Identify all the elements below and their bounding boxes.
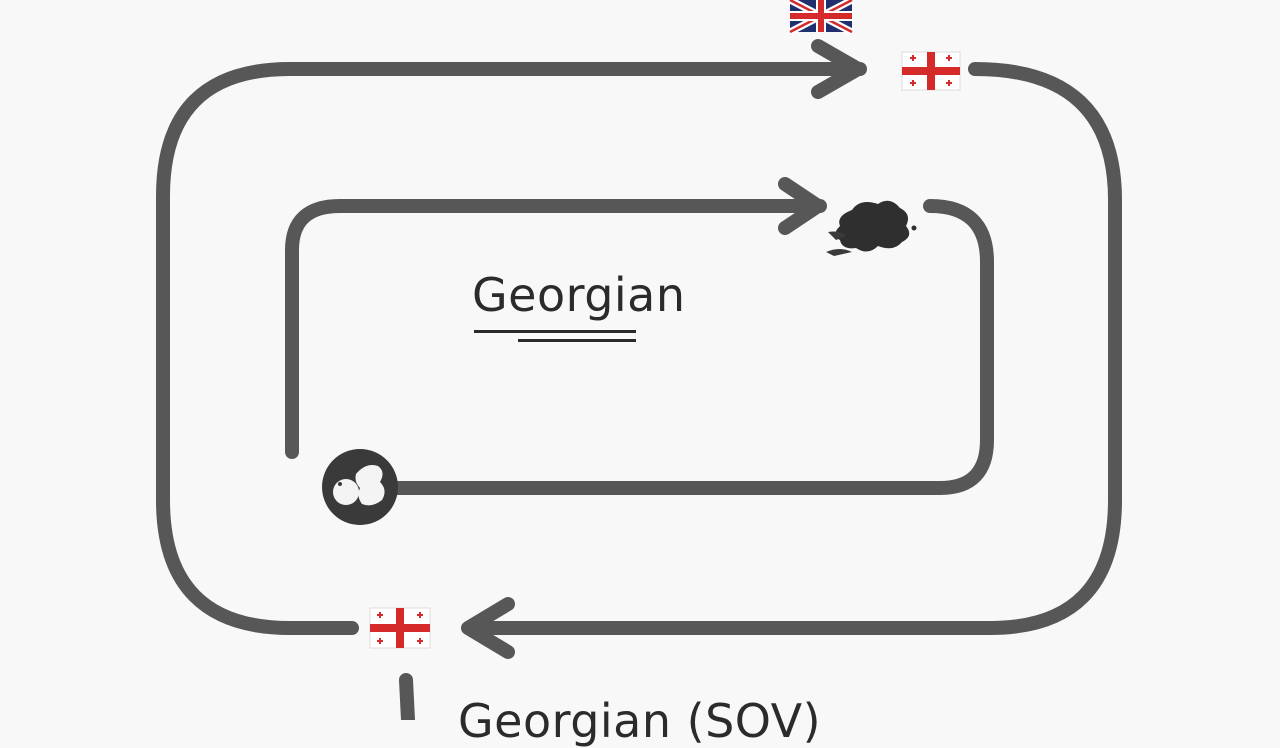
people-circle-icon — [322, 449, 398, 525]
bottom-stem — [399, 673, 415, 720]
inner-loop-path-right — [391, 199, 994, 495]
georgia-flag-icon — [369, 607, 431, 649]
outer-top-arrowhead — [811, 39, 865, 99]
bottom-title-label: Georgian (SOV) — [458, 694, 822, 748]
georgia-flag-icon — [901, 51, 961, 91]
outer-bottom-arrowhead — [461, 597, 515, 659]
inner-loop-path — [285, 199, 827, 459]
outer-loop-path — [156, 62, 867, 635]
outer-loop-path-right — [463, 62, 1122, 635]
center-title-label: Georgian — [472, 268, 686, 322]
inner-top-arrowhead — [778, 177, 825, 235]
center-title-underline — [474, 330, 636, 333]
center-title-underline-secondary — [518, 339, 636, 342]
map-silhouette-icon — [826, 200, 917, 256]
united-kingdom-flag-icon — [788, 0, 854, 36]
cycle-diagram — [156, 0, 1122, 720]
